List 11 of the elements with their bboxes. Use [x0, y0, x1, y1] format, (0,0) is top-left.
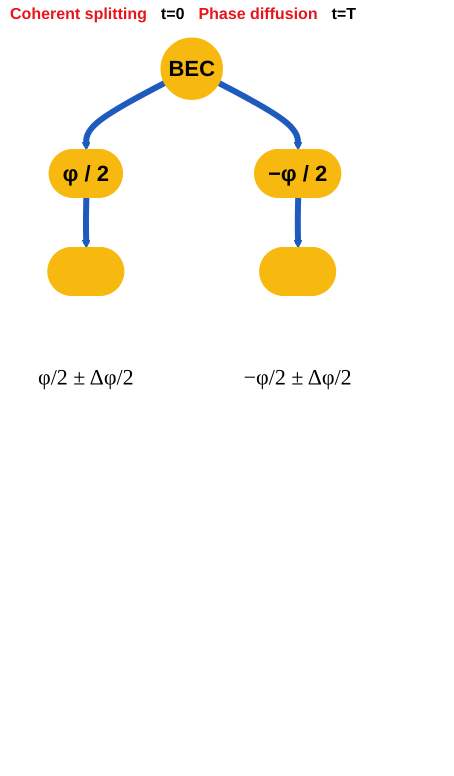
process-label: Phase diffusion: [198, 6, 318, 24]
node-label: −φ/2 ± Δφ/2: [244, 364, 352, 390]
arrow: [294, 198, 302, 248]
node-label: φ/2 ± Δφ/2: [38, 364, 134, 390]
arrow: [218, 80, 302, 150]
time-label: t=0: [160, 6, 184, 24]
process-label: Coherent splitting: [10, 6, 147, 24]
node-circle: BEC: [160, 38, 223, 100]
arrow: [82, 80, 166, 150]
time-label: t=T: [332, 6, 356, 24]
arrow: [82, 198, 91, 248]
